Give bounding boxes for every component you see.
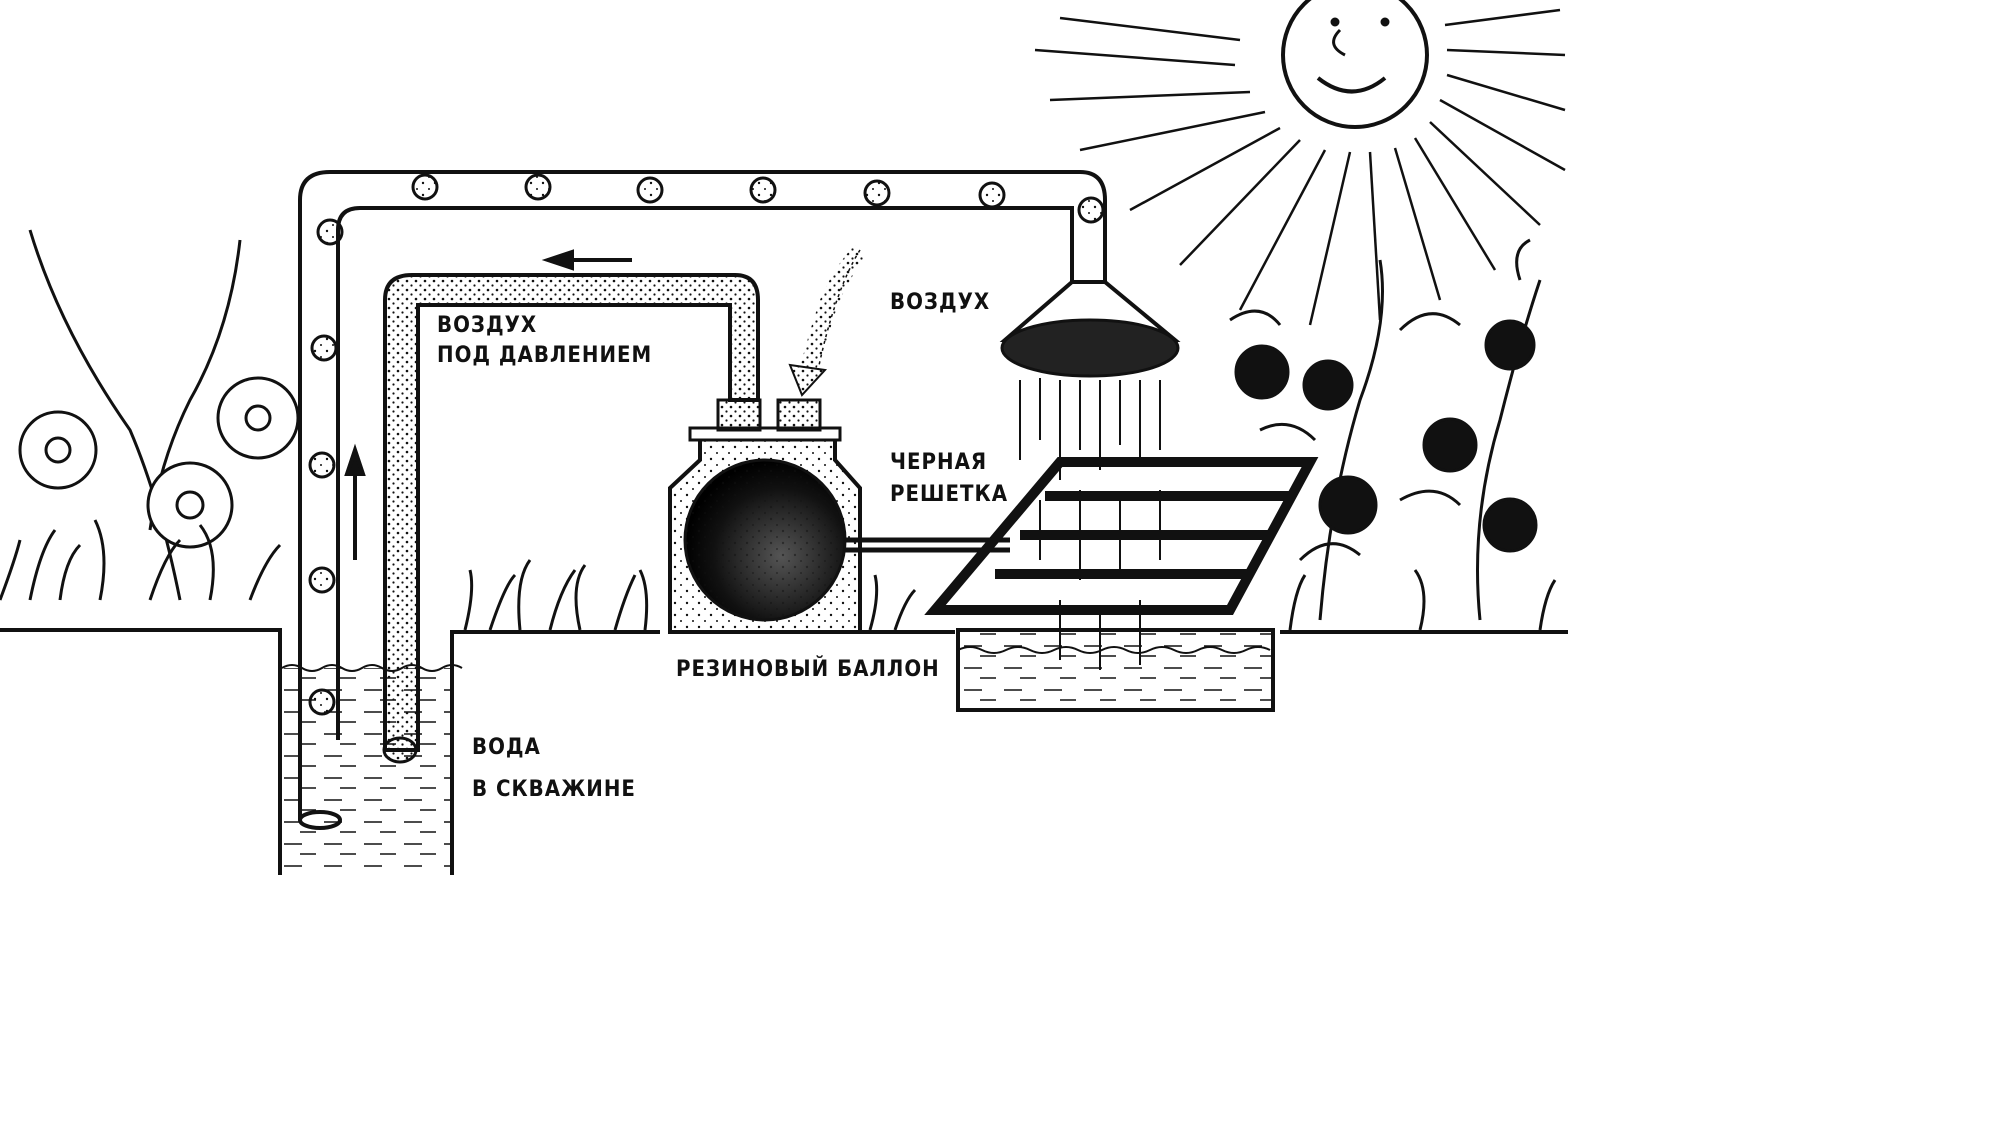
air-under-pressure-line2: ПОД ДАВЛЕНИЕМ <box>437 343 653 368</box>
well-water-line1: ВОДА <box>472 735 541 760</box>
rubber-balloon-label: РЕЗИНОВЫЙ БАЛЛОН <box>676 657 940 682</box>
black-grid-line1: ЧЕРНАЯ <box>890 450 988 475</box>
up-arrow-icon <box>344 443 366 560</box>
rubber-balloon-tank <box>956 628 1275 712</box>
black-grid <box>924 457 1319 615</box>
air-under-pressure-label: ВОЗДУХ ПОД ДАВЛЕНИЕМ <box>437 308 652 374</box>
well-water <box>281 664 463 875</box>
smiling-sun-icon <box>1034 0 1566 326</box>
tomato-bush <box>1229 238 1557 631</box>
pump-housing <box>668 398 862 634</box>
middle-grass <box>463 559 917 631</box>
black-grid-line2: РЕШЕТКА <box>890 482 1009 507</box>
solar-air-water-pump-diagram <box>0 0 1568 875</box>
well-water-label: ВОДА В СКВАЖИНЕ <box>472 730 636 808</box>
water-drops <box>308 173 1105 716</box>
black-grid-label: ЧЕРНАЯ РЕШЕТКА <box>890 445 1008 513</box>
left-plants <box>0 229 300 601</box>
air-intake-label: ВОЗДУХ <box>890 290 991 315</box>
curved-dotted-arrow-icon <box>788 245 865 397</box>
well-water-line2: В СКВАЖИНЕ <box>472 777 636 802</box>
left-arrow-icon <box>541 249 632 271</box>
air-under-pressure-line1: ВОЗДУХ <box>437 313 538 338</box>
ground <box>0 628 1568 875</box>
